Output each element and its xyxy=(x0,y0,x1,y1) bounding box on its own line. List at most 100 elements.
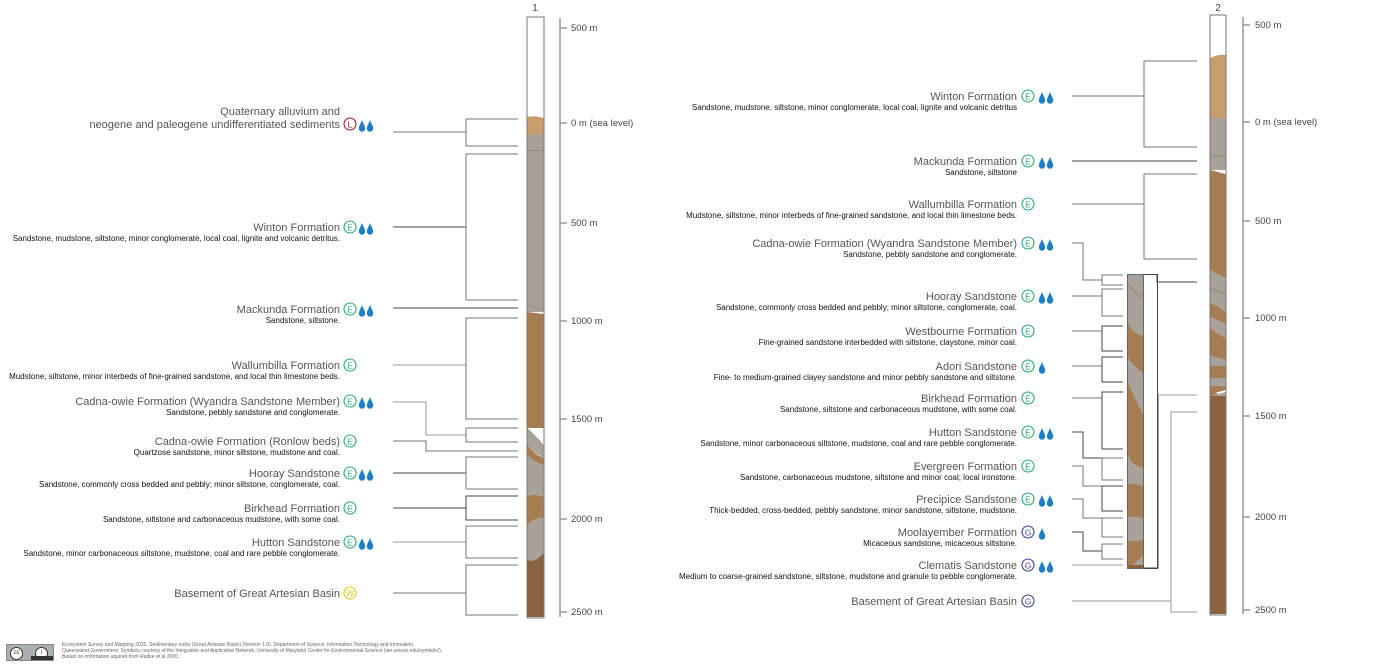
formation-title: Wallumbilla Formation xyxy=(909,199,1017,211)
water-drop-icon xyxy=(1038,495,1046,507)
formation-title: Hutton Sandstone xyxy=(929,427,1017,439)
badge-letter: G xyxy=(1025,560,1032,570)
formation-description: Sandstone, siltstone and carbonaceous mu… xyxy=(780,405,1017,414)
citation-line: Ecosystem Survey and Mapping 2015. Sedim… xyxy=(62,642,415,648)
aquifer-class-L-icon xyxy=(343,117,357,131)
aquifer-class-E-icon xyxy=(1021,459,1035,473)
water-drop-icon xyxy=(366,469,374,481)
formation-description: Medium to coarse-grained sandstone, silt… xyxy=(679,572,1017,581)
water-drop-icon xyxy=(358,223,366,235)
citation-line: Queensland Government. Symbols courtesy … xyxy=(62,648,443,654)
aquifer-class-E-icon xyxy=(1021,324,1035,338)
badge-letter: E xyxy=(1025,361,1031,371)
axis-tick-label: 0 m (sea level) xyxy=(1255,117,1317,128)
water-drop-icon xyxy=(358,305,366,317)
formation-title: Mackunda Formation xyxy=(914,156,1017,168)
axis-tick-label: 1000 m xyxy=(1255,313,1287,324)
aquifer-class-G-icon xyxy=(1021,594,1035,608)
badge-letter: E xyxy=(347,468,353,478)
aquifer-class-E-icon xyxy=(1021,492,1035,506)
axis-tick-label: 1500 m xyxy=(571,414,603,425)
citation-line: Based on information aquired from Radke … xyxy=(62,654,180,660)
formation-title: Birkhead Formation xyxy=(244,503,340,515)
badge-letter: E xyxy=(1025,199,1031,209)
water-drop-icon xyxy=(1038,157,1046,169)
aquifer-class-E-icon xyxy=(343,220,357,234)
column-2-strata-bar xyxy=(1209,14,1227,616)
water-drop-icon xyxy=(358,538,366,550)
column-1-number: 1 xyxy=(532,3,538,14)
formation-title: Birkhead Formation xyxy=(921,393,1017,405)
aquifer-class-E-icon xyxy=(1021,89,1035,103)
badge-letter: L xyxy=(348,119,353,129)
mackunda-layer-2 xyxy=(1210,118,1226,170)
formation-title: Hutton Sandstone xyxy=(252,537,340,549)
water-drop-icon xyxy=(366,397,374,409)
formation-title: Cadna-owie Formation (Wyandra Sandstone … xyxy=(75,396,340,408)
aquifer-class-W-icon xyxy=(343,586,357,600)
axis-tick-label: 2500 m xyxy=(571,607,603,618)
cc-license-badge: cc i xyxy=(6,644,54,661)
badge-letter: E xyxy=(347,503,353,513)
water-drop-icon xyxy=(366,223,374,235)
axis-tick-label: 500 m xyxy=(571,218,597,229)
column-1-depth-axis xyxy=(559,18,567,617)
water-drop-icon xyxy=(1046,239,1054,251)
badge-letter: E xyxy=(1025,461,1031,471)
badge-letter: E xyxy=(347,396,353,406)
formation-label: Basement of Great Artesian Basin W xyxy=(174,586,357,600)
water-drop-icon xyxy=(1038,362,1046,374)
citation-footer: Ecosystem Survey and Mapping 2015. Sedim… xyxy=(62,642,562,660)
formation-title: Basement of Great Artesian Basin xyxy=(851,596,1017,608)
axis-tick-label: 2000 m xyxy=(1255,512,1287,523)
axis-tick-label: 500 m xyxy=(1255,216,1281,227)
formation-title: Wallumbilla Formation xyxy=(232,360,340,372)
aquifer-class-E-icon xyxy=(343,394,357,408)
formation-description: Sandstone, pebbly sandstone and conglome… xyxy=(166,408,340,417)
formation-description: Sandstone, siltstone and carbonaceous mu… xyxy=(103,515,340,524)
aquifer-class-G-icon xyxy=(1021,558,1035,572)
formation-title: neogene and paleogene undifferentiated s… xyxy=(89,119,340,131)
badge-letter: E xyxy=(1025,494,1031,504)
formation-title: Westbourne Formation xyxy=(905,326,1017,338)
water-drop-icon xyxy=(1046,495,1054,507)
column-2-brackets xyxy=(1072,60,1197,613)
formation-label: Cadna-owie Formation (Ronlow beds)Quartz… xyxy=(134,434,357,457)
formation-description: Sandstone, siltstone. xyxy=(266,316,340,325)
formation-title: Winton Formation xyxy=(930,91,1017,103)
water-drop-icon xyxy=(358,469,366,481)
badge-letter: E xyxy=(1025,156,1031,166)
water-drop-icon xyxy=(366,538,374,550)
water-drop-icon xyxy=(1046,428,1054,440)
aquifer-class-E-icon xyxy=(1021,197,1035,211)
formation-description: Sandstone, minor carbonaceous siltstone,… xyxy=(23,549,340,558)
axis-tick-label: 500 m xyxy=(1255,20,1281,31)
axis-tick-label: 2000 m xyxy=(571,514,603,525)
badge-letter: E xyxy=(1025,238,1031,248)
badge-letter: E xyxy=(347,304,353,314)
basement-layer xyxy=(527,553,544,617)
water-drop-icon xyxy=(358,120,366,132)
column-2-detail-strata-bar xyxy=(1127,274,1158,569)
badge-letter: G xyxy=(1025,527,1032,537)
formation-title: Hooray Sandstone xyxy=(926,291,1017,303)
water-drop-icon xyxy=(1038,561,1046,573)
formation-title: Basement of Great Artesian Basin xyxy=(174,588,340,600)
cc-icon: cc xyxy=(10,647,23,660)
badge-letter: W xyxy=(346,588,354,598)
water-drop-icon xyxy=(366,120,374,132)
formation-title: Cadna-owie Formation (Wyandra Sandstone … xyxy=(752,238,1017,250)
formation-description: Sandstone, mudstone, siltstone, minor co… xyxy=(692,103,1017,112)
formation-description: Sandstone, commonly cross bedded and peb… xyxy=(39,480,340,489)
wallumbilla-layer-2 xyxy=(1210,170,1226,278)
water-drop-icon xyxy=(1038,239,1046,251)
water-drop-icon xyxy=(1038,528,1046,540)
